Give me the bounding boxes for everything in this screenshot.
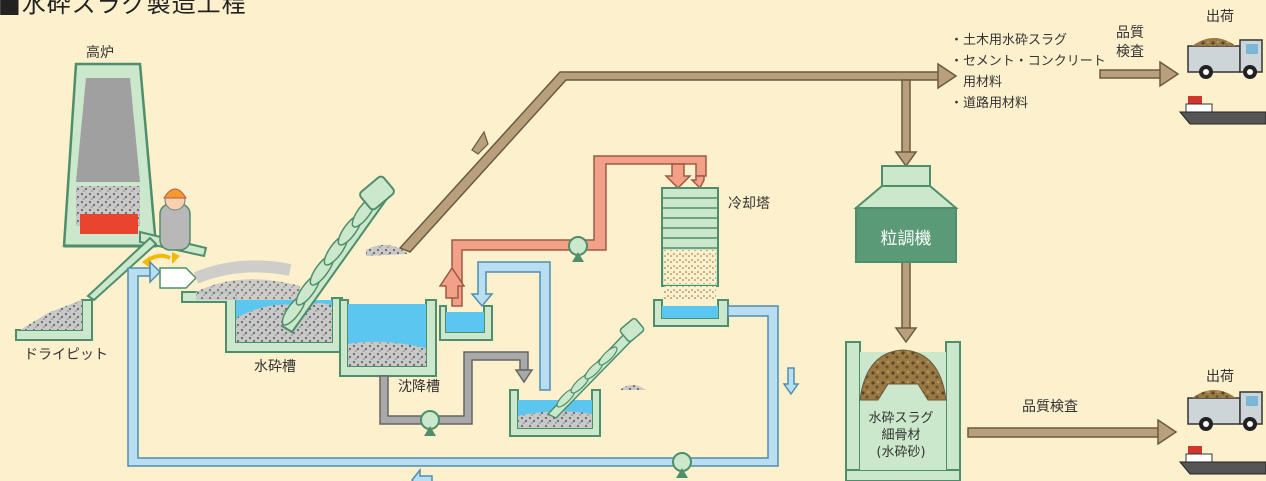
grain-adjuster-label: 粒調機 — [880, 229, 932, 249]
ship-icon-bottom — [1178, 446, 1266, 475]
quality-check-bottom: 品質検査 — [1022, 399, 1078, 415]
truck-icon-top — [1187, 38, 1263, 79]
product-bin — [845, 341, 961, 481]
sludge-pipe — [379, 351, 534, 425]
adjuster-to-bin-arrow — [894, 261, 918, 344]
screw-conveyor-1 — [280, 175, 408, 334]
cooling-tower — [653, 187, 729, 327]
use-item: ・土木用水砕スラグ — [950, 33, 1068, 48]
product-pipe — [398, 62, 958, 253]
receiving-tank — [439, 305, 493, 341]
hot-water-pipe — [438, 155, 707, 307]
dry-pit-label: ドライピット — [24, 347, 108, 363]
ship-arrow-top — [1099, 60, 1180, 88]
truck-icon-bottom — [1187, 390, 1263, 431]
use-item: ・セメント・コンクリート — [950, 54, 1106, 69]
shipping-label-top: 出荷 — [1206, 9, 1234, 25]
ship-arrow-bottom — [967, 418, 1178, 446]
product-line: (水砕砂) — [876, 445, 926, 460]
use-item: 用材料 — [950, 75, 1003, 90]
page-title: ■水砕スラグ製造工程 — [0, 0, 247, 18]
worker-figure — [159, 188, 191, 251]
cooling-tower-label: 冷却塔 — [728, 196, 770, 212]
dewatering-tank — [509, 317, 646, 437]
settling-tank-label: 沈降槽 — [398, 379, 440, 395]
quality-line: 検査 — [1116, 44, 1144, 60]
grain-adjuster-machine — [853, 165, 959, 263]
product-line: 細骨材 — [881, 428, 921, 443]
flow-arrow-icon — [471, 130, 489, 155]
blast-furnace — [62, 62, 158, 248]
granulation-tank-label: 水砕槽 — [254, 359, 296, 375]
ship-icon-top — [1178, 96, 1266, 125]
product-label: 水砕スラグ 細骨材 (水砕砂) — [855, 410, 947, 461]
cold-water-pipe — [127, 260, 800, 481]
product-line: 水砕スラグ — [868, 411, 934, 426]
dry-pit — [15, 299, 93, 341]
quality-line: 品質 — [1116, 25, 1144, 41]
settling-tank — [339, 299, 437, 377]
shipping-label-bottom: 出荷 — [1206, 369, 1234, 385]
uses-list: ・土木用水砕スラグ ・セメント・コンクリート 用材料 ・道路用材料 — [950, 30, 1106, 114]
blast-furnace-label: 高炉 — [86, 45, 114, 61]
quality-check-top: 品質 検査 — [1116, 24, 1144, 62]
use-item: ・道路用材料 — [950, 96, 1029, 111]
